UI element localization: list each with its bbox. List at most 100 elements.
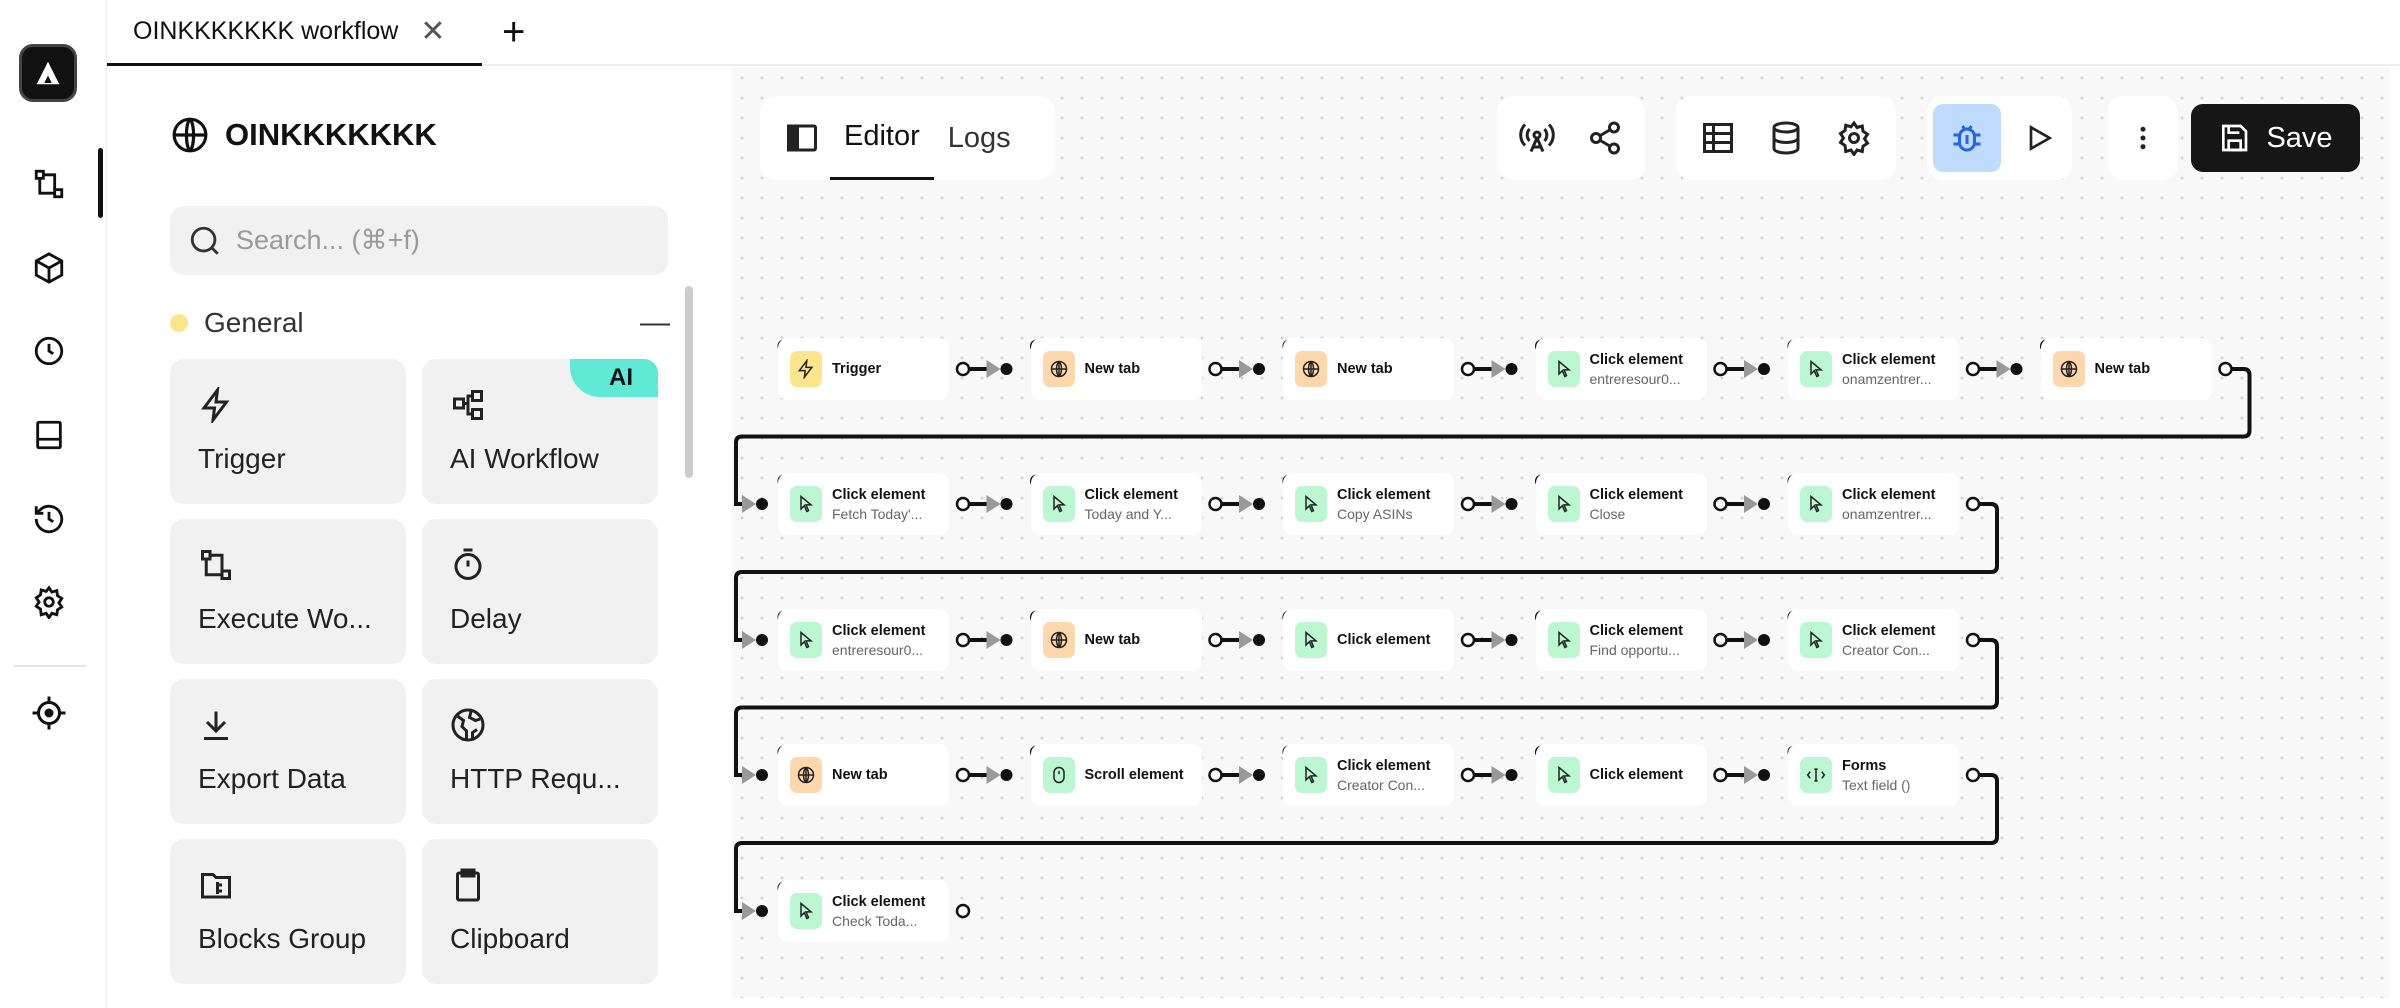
input-port[interactable]: [756, 498, 768, 510]
output-port[interactable]: [1208, 632, 1223, 648]
search-input[interactable]: Search... (⌘+f): [170, 206, 668, 275]
input-port[interactable]: [1253, 634, 1265, 646]
workflow-node[interactable]: New tab: [2040, 338, 2212, 400]
section-general[interactable]: General—: [170, 306, 670, 340]
output-port[interactable]: [1208, 767, 1223, 783]
more-vertical-icon[interactable]: [2115, 110, 2171, 166]
toggle-sidebar-icon[interactable]: [774, 110, 830, 166]
play-icon[interactable]: [2011, 110, 2067, 166]
settings-icon[interactable]: [1826, 110, 1882, 166]
workflow-node[interactable]: New tab: [1283, 338, 1454, 400]
output-port[interactable]: [1460, 361, 1476, 377]
output-port[interactable]: [1965, 767, 1981, 783]
block-clipboard[interactable]: Clipboard: [422, 839, 658, 984]
panel-scrollbar[interactable]: [685, 286, 693, 478]
input-port[interactable]: [1000, 634, 1013, 646]
input-port[interactable]: [2010, 363, 2023, 375]
share-icon[interactable]: [1577, 110, 1633, 166]
input-port[interactable]: [1505, 769, 1518, 781]
input-port[interactable]: [756, 769, 768, 781]
output-port[interactable]: [1713, 496, 1728, 512]
collapse-icon[interactable]: —: [640, 306, 670, 339]
output-port[interactable]: [955, 496, 971, 512]
workflow-node[interactable]: New tab: [1030, 338, 1202, 400]
output-port[interactable]: [1713, 361, 1728, 377]
workflow-node[interactable]: Trigger: [778, 338, 949, 400]
output-port[interactable]: [1713, 767, 1728, 783]
debug-icon[interactable]: [1932, 104, 2001, 172]
output-port[interactable]: [1208, 361, 1223, 377]
output-port[interactable]: [1460, 632, 1476, 648]
settings-icon[interactable]: [28, 581, 70, 623]
output-port[interactable]: [1965, 632, 1981, 648]
input-port[interactable]: [756, 905, 768, 917]
add-tab-button[interactable]: +: [502, 10, 526, 54]
database-icon[interactable]: [1758, 110, 1814, 166]
block-trigger[interactable]: Trigger: [170, 359, 406, 504]
workflow-node[interactable]: Click element: [1283, 609, 1454, 671]
input-port[interactable]: [1505, 634, 1518, 646]
block-delay[interactable]: Delay: [422, 519, 658, 664]
input-port[interactable]: [1253, 363, 1265, 375]
save-button[interactable]: Save: [2191, 104, 2360, 172]
package-icon[interactable]: [28, 247, 70, 289]
block-export-data[interactable]: Export Data: [170, 679, 406, 824]
workflow-node[interactable]: New tab: [778, 744, 949, 806]
block-blocks-group[interactable]: Blocks Group: [170, 839, 406, 984]
input-port[interactable]: [1758, 634, 1770, 646]
input-port[interactable]: [1505, 363, 1518, 375]
workflow-node[interactable]: Scroll element: [1030, 744, 1202, 806]
workflow-node[interactable]: Click element: [1535, 744, 1707, 806]
input-port[interactable]: [1000, 769, 1013, 781]
output-port[interactable]: [955, 767, 971, 783]
input-port[interactable]: [1253, 769, 1265, 781]
clock-icon[interactable]: [28, 330, 70, 372]
app-logo[interactable]: [19, 44, 77, 102]
output-port[interactable]: [2218, 361, 2233, 377]
block-execute-wo[interactable]: Execute Wo...: [170, 519, 406, 664]
input-port[interactable]: [1253, 498, 1265, 510]
output-port[interactable]: [1965, 496, 1981, 512]
tab-editor[interactable]: Editor: [830, 96, 934, 180]
output-port[interactable]: [1713, 632, 1728, 648]
tab-logs[interactable]: Logs: [947, 121, 1011, 154]
input-port[interactable]: [756, 634, 768, 646]
output-port[interactable]: [955, 632, 971, 648]
output-port[interactable]: [1208, 496, 1223, 512]
target-icon[interactable]: [28, 692, 70, 734]
storage-icon[interactable]: [28, 414, 70, 456]
broadcast-icon[interactable]: [1509, 110, 1565, 166]
output-port[interactable]: [955, 903, 971, 919]
table-icon[interactable]: [1690, 110, 1746, 166]
output-port[interactable]: [1965, 361, 1981, 377]
history-icon[interactable]: [28, 498, 70, 540]
input-port[interactable]: [1000, 363, 1013, 375]
close-icon[interactable]: ✕: [420, 15, 446, 48]
output-port[interactable]: [1460, 496, 1476, 512]
tab-workflow[interactable]: OINKKKKKKK workflow✕: [107, 0, 482, 66]
input-port[interactable]: [1758, 769, 1770, 781]
input-port[interactable]: [1505, 498, 1518, 510]
input-port[interactable]: [1758, 498, 1770, 510]
block-http-requ[interactable]: HTTP Requ...: [422, 679, 658, 824]
input-port[interactable]: [1758, 363, 1770, 375]
workflow-node[interactable]: New tab: [1030, 609, 1202, 671]
input-port[interactable]: [1000, 498, 1013, 510]
output-port[interactable]: [955, 361, 971, 377]
output-port[interactable]: [1460, 767, 1476, 783]
